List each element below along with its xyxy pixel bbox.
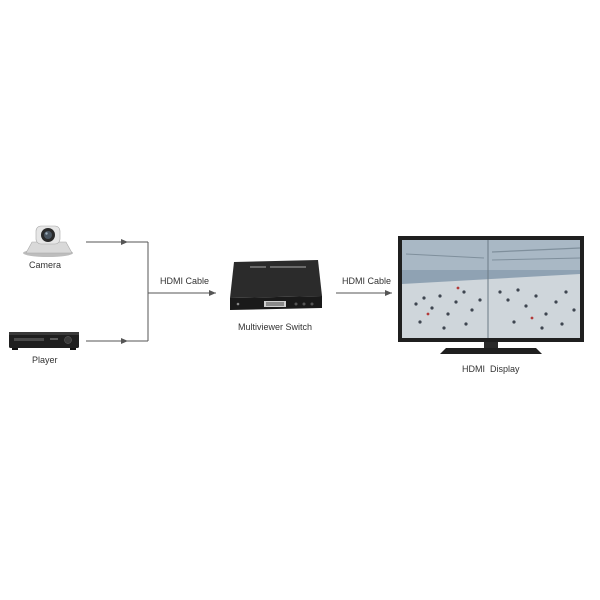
- hdmi-display-icon: [398, 236, 584, 354]
- player-label: Player: [32, 355, 58, 365]
- output-cable-label: HDMI Cable: [342, 276, 392, 286]
- input-cable-label: HDMI Cable: [160, 276, 210, 286]
- camera-label: Camera: [29, 260, 62, 270]
- switch-label: Multiviewer Switch: [238, 322, 313, 332]
- display-label: HDMI Display: [462, 364, 520, 374]
- camera-icon: [23, 225, 73, 257]
- multiviewer-switch-icon: [230, 260, 322, 310]
- player-icon: [9, 332, 79, 350]
